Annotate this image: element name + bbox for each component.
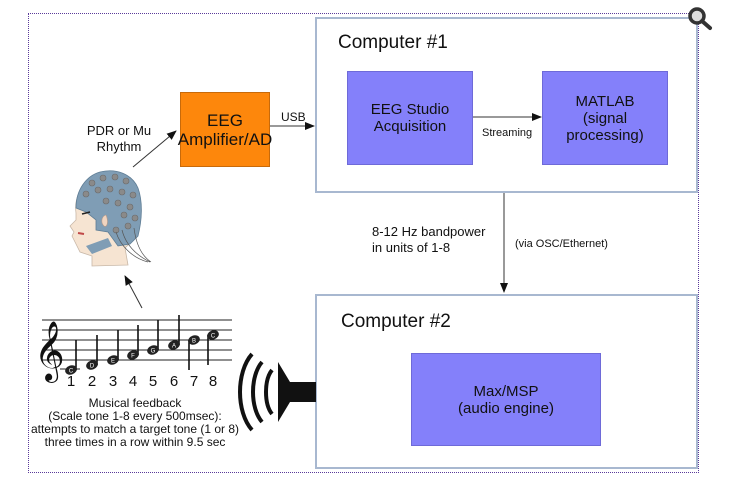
caption-line1: Musical feedback [88,396,182,410]
scale-degree-number: 3 [109,373,117,390]
scale-degree-number: 1 [67,373,75,390]
note-letter: C [69,369,74,375]
eeg-studio-acquisition-block: EEG Studio Acquisition [347,71,473,165]
matlab-line2: (signal processing) [566,109,644,144]
note-head [207,330,219,340]
caption-line2: (Scale tone 1-8 every 500msec): [48,409,222,423]
usb-label: USB [281,110,306,124]
eeg-amplifier-block: EEG Amplifier/AD [177,92,273,167]
matlab-line1: MATLAB [575,92,635,110]
note-letter: B [192,339,196,345]
note-letter: E [111,359,115,365]
scale-degree-number: 4 [129,373,137,390]
maxmsp-block: Max/MSP (audio engine) [411,353,601,446]
bandpower-line2: in units of 1-8 [372,240,451,255]
caption-line4: three times in a row within 9.5 sec [44,435,226,449]
scale-degree-number: 6 [170,373,178,390]
amplifier-line1: EEG [207,110,243,130]
scale-degree-number: 2 [88,373,96,390]
note-head [188,335,200,345]
treble-clef-icon: 𝄞 [34,321,65,383]
magnifier-icon[interactable] [688,7,712,30]
note-head [86,360,98,370]
note-letter: G [151,349,156,355]
note-head [107,355,119,365]
arrow-head-to-amplifier [132,130,177,168]
diagram-frame [28,13,699,473]
note-letter: D [90,364,95,370]
acquisition-line1: EEG Studio [370,101,450,118]
caption-line3: attempts to match a target tone (1 or 8) [30,422,240,436]
matlab-block: MATLAB (signal processing) [542,71,668,165]
note-head [65,365,77,375]
feedback-caption: Musical feedback (Scale tone 1-8 every 5… [30,397,240,449]
computer-2-title: Computer #2 [341,311,451,332]
rhythm-line1: PDR or Mu [86,123,152,138]
note-letter: A [172,344,176,350]
note-head [147,345,159,355]
rhythm-line2: Rhythm [96,139,142,154]
note-letter: C [211,334,216,340]
note-head [127,350,139,360]
arrow-feedback-to-head [124,275,143,309]
note-letter: F [131,354,135,360]
bandpower-line1: 8-12 Hz bandpower [372,224,486,239]
scale-degree-number: 7 [190,373,198,390]
osc-ethernet-label: (via OSC/Ethernet) [515,238,608,250]
musical-scale-staff [42,319,232,370]
amplifier-line2: Amplifier/AD [177,129,273,149]
computer-1-title: Computer #1 [338,32,448,53]
eeg-cap-head-icon [69,170,152,267]
speaker-icon [238,352,316,432]
rhythm-label: PDR or Mu Rhythm [78,123,160,155]
scale-degree-number: 5 [149,373,157,390]
scale-degree-number: 8 [209,373,217,390]
bandpower-label: 8-12 Hz bandpower in units of 1-8 [372,224,485,256]
note-head [168,340,180,350]
maxmsp-line2: (audio engine) [458,399,554,417]
streaming-label: Streaming [482,127,533,139]
acquisition-line2: Acquisition [373,118,447,135]
maxmsp-line1: Max/MSP [473,382,539,400]
